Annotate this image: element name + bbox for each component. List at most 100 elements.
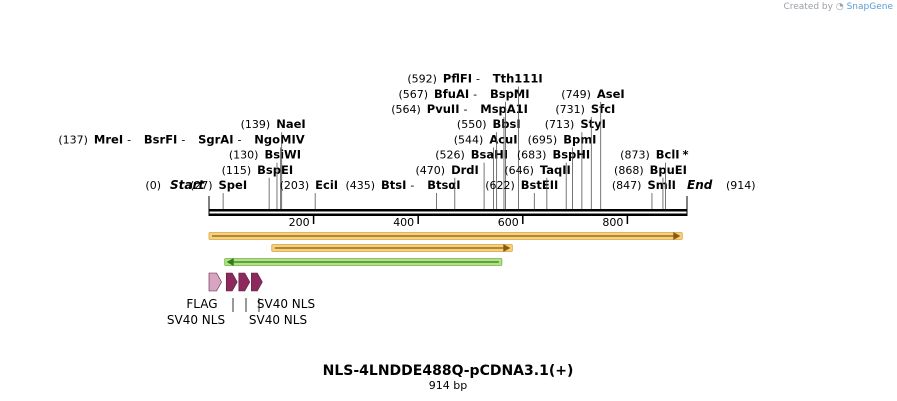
- restriction-site[interactable]: (567)BfuAI-BspMI: [398, 87, 530, 209]
- site-enzyme-name: Tth111I: [493, 72, 543, 86]
- site-enzyme-name: SfcI: [591, 102, 615, 116]
- site-position: (115): [222, 164, 252, 177]
- site-position: (868): [614, 164, 644, 177]
- site-position: (544): [454, 133, 484, 146]
- site-enzyme-name: PflFI: [443, 72, 472, 86]
- credit-brand: SnapGene: [846, 2, 893, 12]
- restriction-site[interactable]: (435)BtsI-BtsαI: [345, 178, 461, 209]
- site-enzyme-name: StyI: [580, 117, 606, 131]
- site-position: (847): [612, 179, 642, 192]
- feature-arrow[interactable]: [271, 244, 513, 252]
- site-position: (27): [190, 179, 213, 192]
- site-position: (622): [485, 179, 515, 192]
- site-position: (646): [504, 164, 534, 177]
- site-enzyme-name: EciI: [315, 178, 338, 192]
- start-position-label: (0): [145, 179, 161, 192]
- restriction-site[interactable]: (873)BclI*: [620, 148, 689, 209]
- small-features: FLAG SV40 NLS SV40 NLS SV40 NLS: [167, 272, 315, 327]
- site-position: (203): [280, 179, 310, 192]
- restriction-site[interactable]: (592)PflFI-Tth111I: [407, 72, 543, 209]
- site-position: (470): [415, 164, 445, 177]
- restriction-site[interactable]: (139)NaeI: [241, 117, 306, 209]
- features: [208, 232, 683, 266]
- restriction-site[interactable]: (130) BsiWI: [229, 148, 301, 209]
- site-position: (592): [407, 73, 437, 86]
- site-enzyme-name: BspMI: [490, 87, 530, 101]
- site-enzyme-name: SmlI: [647, 178, 676, 192]
- restriction-site[interactable]: (27) SpeI: [190, 178, 247, 209]
- site-name-separator: -: [476, 73, 480, 86]
- site-enzyme-name: NaeI: [276, 117, 305, 131]
- map-title: NLS-4LNDDE488Q-pCDNA3.1(+): [323, 363, 574, 379]
- site-enzyme-name: BspHI: [552, 148, 590, 162]
- site-position: (130): [229, 149, 259, 162]
- feature-arrow[interactable]: [208, 232, 683, 240]
- site-enzyme-name: BsiWI: [264, 148, 301, 162]
- site-mark: *: [683, 148, 689, 162]
- site-name-separator: -: [127, 133, 131, 146]
- small-feature[interactable]: SV40 NLS: [167, 272, 238, 327]
- restriction-site[interactable]: (115)BspEI: [222, 163, 294, 209]
- restriction-site[interactable]: (868) BpuEI: [614, 163, 687, 209]
- ruler-tick-label: 800: [602, 216, 623, 229]
- restriction-site[interactable]: (203) EciI: [280, 178, 338, 209]
- small-feature[interactable]: FLAG: [186, 272, 222, 311]
- site-enzyme-name: BtsαI: [427, 178, 460, 192]
- feature-arrow[interactable]: [224, 258, 503, 266]
- site-name-separator: -: [237, 133, 241, 146]
- feature-arrowhead-icon: [673, 232, 681, 240]
- restriction-site[interactable]: (713) StyI: [545, 117, 606, 209]
- site-enzyme-name: BpmI: [563, 132, 596, 146]
- small-feature-label: SV40 NLS: [249, 313, 307, 327]
- site-position: (695): [528, 133, 558, 146]
- small-feature-arrow-icon: [225, 272, 238, 292]
- site-position: (137): [58, 133, 88, 146]
- restriction-site[interactable]: (731)SfcI: [555, 102, 615, 209]
- site-position: (567): [398, 88, 428, 101]
- small-feature-label: SV40 NLS: [257, 297, 315, 311]
- ruler-tick-label: 400: [393, 216, 414, 229]
- site-enzyme-name: BpuEI: [650, 163, 687, 177]
- site-enzyme-name: AseI: [597, 87, 625, 101]
- snapgene-logo-icon: ◔: [835, 2, 844, 12]
- site-enzyme-name: BfuAI: [434, 87, 469, 101]
- snapgene-credit: Created by ◔ SnapGene: [783, 2, 893, 12]
- restriction-site[interactable]: (646)TaqII: [504, 163, 571, 209]
- restriction-site[interactable]: (683)BspHI: [517, 148, 590, 209]
- small-feature-arrow-icon: [251, 272, 263, 292]
- small-feature[interactable]: SV40 NLS: [238, 272, 315, 312]
- site-enzyme-name: MspA1I: [480, 102, 528, 116]
- site-name-separator: -: [463, 103, 467, 116]
- small-feature-arrow-icon: [238, 272, 251, 292]
- site-name-separator: -: [473, 88, 477, 101]
- ruler-tick-label: 200: [289, 216, 310, 229]
- restriction-site[interactable]: (695) BpmI: [528, 132, 597, 209]
- small-feature-label: FLAG: [186, 297, 217, 311]
- restriction-site[interactable]: (622) BstEII: [485, 178, 558, 209]
- end-position-label: (914): [726, 179, 756, 192]
- restriction-site[interactable]: (749) AseI: [561, 87, 625, 209]
- backbone-top-strand: [209, 209, 687, 212]
- site-enzyme-name: SpeI: [219, 178, 248, 192]
- restriction-site[interactable]: (564)PvuII-MspA1I: [391, 102, 528, 209]
- restriction-site[interactable]: (847) SmlI: [612, 178, 676, 209]
- feature-arrowhead-icon: [226, 258, 234, 266]
- restriction-site[interactable]: (550)BbsI: [457, 117, 521, 209]
- site-position: (550): [457, 118, 487, 131]
- site-position: (749): [561, 88, 591, 101]
- site-enzyme-name: BstEII: [521, 178, 559, 192]
- small-feature[interactable]: SV40 NLS: [249, 272, 307, 327]
- restriction-site[interactable]: (137)MreI-BsrFI-SgrAI-NgoMIV: [58, 132, 305, 209]
- small-feature-label: SV40 NLS: [167, 313, 225, 327]
- site-name-separator: -: [181, 133, 185, 146]
- restriction-site[interactable]: (526)BsaHI: [435, 148, 508, 209]
- restriction-site[interactable]: (470)DrdI: [415, 163, 479, 209]
- site-position: (713): [545, 118, 575, 131]
- site-enzyme-name: BclI: [656, 148, 680, 162]
- small-feature-arrow-icon: [208, 272, 222, 292]
- backbone-bottom-strand: [209, 213, 687, 216]
- ruler-tick-label: 600: [498, 216, 519, 229]
- site-enzyme-name: BsaHI: [471, 148, 508, 162]
- backbone: 200 400 600 800: [208, 196, 688, 229]
